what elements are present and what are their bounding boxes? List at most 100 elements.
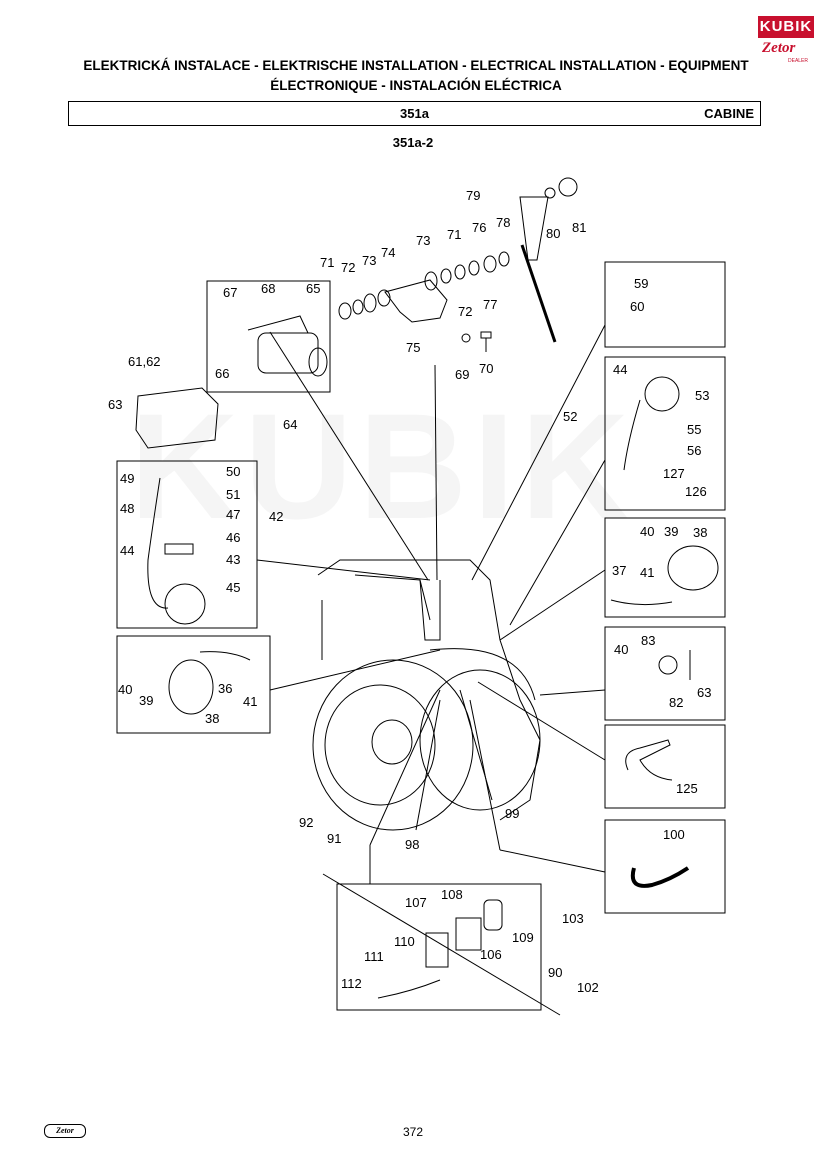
callout-label: 72 (458, 304, 472, 319)
callout-label: 75 (406, 340, 420, 355)
callout-label: 81 (572, 220, 586, 235)
lamp-38-side (667, 545, 719, 591)
callout-labels: 79 81 80 78 76 71 73 74 72 71 73 77 72 7… (108, 188, 711, 995)
page-title-line2: ÉLECTRONIQUE - INSTALACIÓN ELÉCTRICA (270, 78, 562, 93)
inset-box-bolt (604, 626, 726, 721)
callout-label: 38 (693, 525, 707, 540)
callout-label: 70 (479, 361, 493, 376)
callout-label: 60 (630, 299, 644, 314)
callout-label: 53 (695, 388, 709, 403)
callout-label: 77 (483, 297, 497, 312)
callout-label: 110 (394, 934, 415, 949)
inset-box-lamp-front (116, 635, 271, 734)
callout-label: 126 (685, 484, 707, 499)
callout-label: 66 (215, 366, 229, 381)
callout-label: 44 (120, 543, 134, 558)
callout-label: 69 (455, 367, 469, 382)
logo-kubik-text: KUBIK (758, 16, 814, 38)
callout-label: 125 (676, 781, 698, 796)
inset-box-detail (604, 261, 726, 348)
worklamp-53 (644, 376, 680, 412)
bracket-75 (384, 279, 448, 323)
callout-label: 112 (341, 976, 362, 991)
callout-label: 83 (641, 633, 655, 648)
callout-label: 41 (640, 565, 654, 580)
callout-label: 107 (405, 895, 427, 910)
callout-label: 106 (480, 947, 502, 962)
callout-label: 48 (120, 501, 134, 516)
callout-label: 55 (687, 422, 701, 437)
callout-label: 46 (226, 530, 240, 545)
switch-108 (455, 917, 482, 951)
lamp-45 (164, 583, 206, 625)
inset-box-switch (336, 883, 542, 1011)
callout-label: 68 (261, 281, 275, 296)
inset-box-strap (604, 724, 726, 809)
inset-box-lamp-side (604, 517, 726, 618)
callout-label: 36 (218, 681, 232, 696)
section-header-box: 351a CABINE (68, 101, 761, 126)
callout-label: 80 (546, 226, 560, 241)
washer-80 (544, 187, 556, 199)
callout-label: 39 (139, 693, 153, 708)
callout-label: 51 (226, 487, 240, 502)
callout-label: 63 (697, 685, 711, 700)
callout-label: 98 (405, 837, 419, 852)
diagram-subcode: 351a-2 (392, 135, 434, 150)
kubik-zetor-logo: KUBIK Zetor DEALER (758, 16, 814, 66)
tractor-outline (312, 559, 541, 831)
callout-label: 43 (226, 552, 240, 567)
inset-box-lamp (116, 460, 258, 629)
callout-label: 73 (362, 253, 376, 268)
callout-label: 71 (320, 255, 334, 270)
callout-label: 90 (548, 965, 562, 980)
page-number: 372 (402, 1125, 424, 1139)
callout-label: 92 (299, 815, 313, 830)
callout-label: 65 (306, 281, 320, 296)
section-name: CABINE (704, 106, 754, 121)
callout-label: 40 (640, 524, 654, 539)
callout-label: 49 (120, 471, 134, 486)
wiper-blade (520, 244, 557, 343)
section-code: 351a (400, 106, 429, 121)
callout-label: 108 (441, 887, 463, 902)
callout-label: 102 (577, 980, 599, 995)
callout-label: 67 (223, 285, 237, 300)
inset-box-motor (206, 280, 331, 393)
callout-label: 44 (613, 362, 627, 377)
lamp-38 (168, 659, 214, 715)
callout-label: 79 (466, 188, 480, 203)
callout-label: 73 (416, 233, 430, 248)
callout-label: 40 (614, 642, 628, 657)
switch-106 (483, 899, 503, 931)
cap-nut-81 (558, 177, 578, 197)
callout-label: 45 (226, 580, 240, 595)
page-title-line1: ELEKTRICKÁ INSTALACE - ELEKTRISCHE INSTA… (83, 58, 749, 73)
callout-label: 56 (687, 443, 701, 458)
callout-label: 91 (327, 831, 341, 846)
footer-zetor-logo: Zetor (44, 1124, 86, 1138)
logo-zetor-text: Zetor (762, 40, 796, 56)
callout-label: 127 (663, 466, 685, 481)
switch-plate-107 (425, 932, 449, 968)
logo-dealer-text: DEALER (788, 58, 809, 64)
callout-label: 78 (496, 215, 510, 230)
leader-lines (256, 324, 606, 1016)
callout-label: 37 (612, 563, 626, 578)
callout-label: 64 (283, 417, 297, 432)
callout-label: 100 (663, 827, 685, 842)
watermark: KUBIK (130, 382, 635, 550)
callout-label: 82 (669, 695, 683, 710)
callout-label: 39 (664, 524, 678, 539)
wiper-arm (519, 196, 549, 261)
callout-label: 59 (634, 276, 648, 291)
callout-label: 52 (563, 409, 577, 424)
callout-label: 109 (512, 930, 534, 945)
callout-label: 42 (269, 509, 283, 524)
callout-label: 103 (562, 911, 584, 926)
callout-label: 61,62 (128, 354, 161, 369)
callout-label: 99 (505, 806, 519, 821)
callout-label: 74 (381, 245, 395, 260)
callout-label: 72 (341, 260, 355, 275)
